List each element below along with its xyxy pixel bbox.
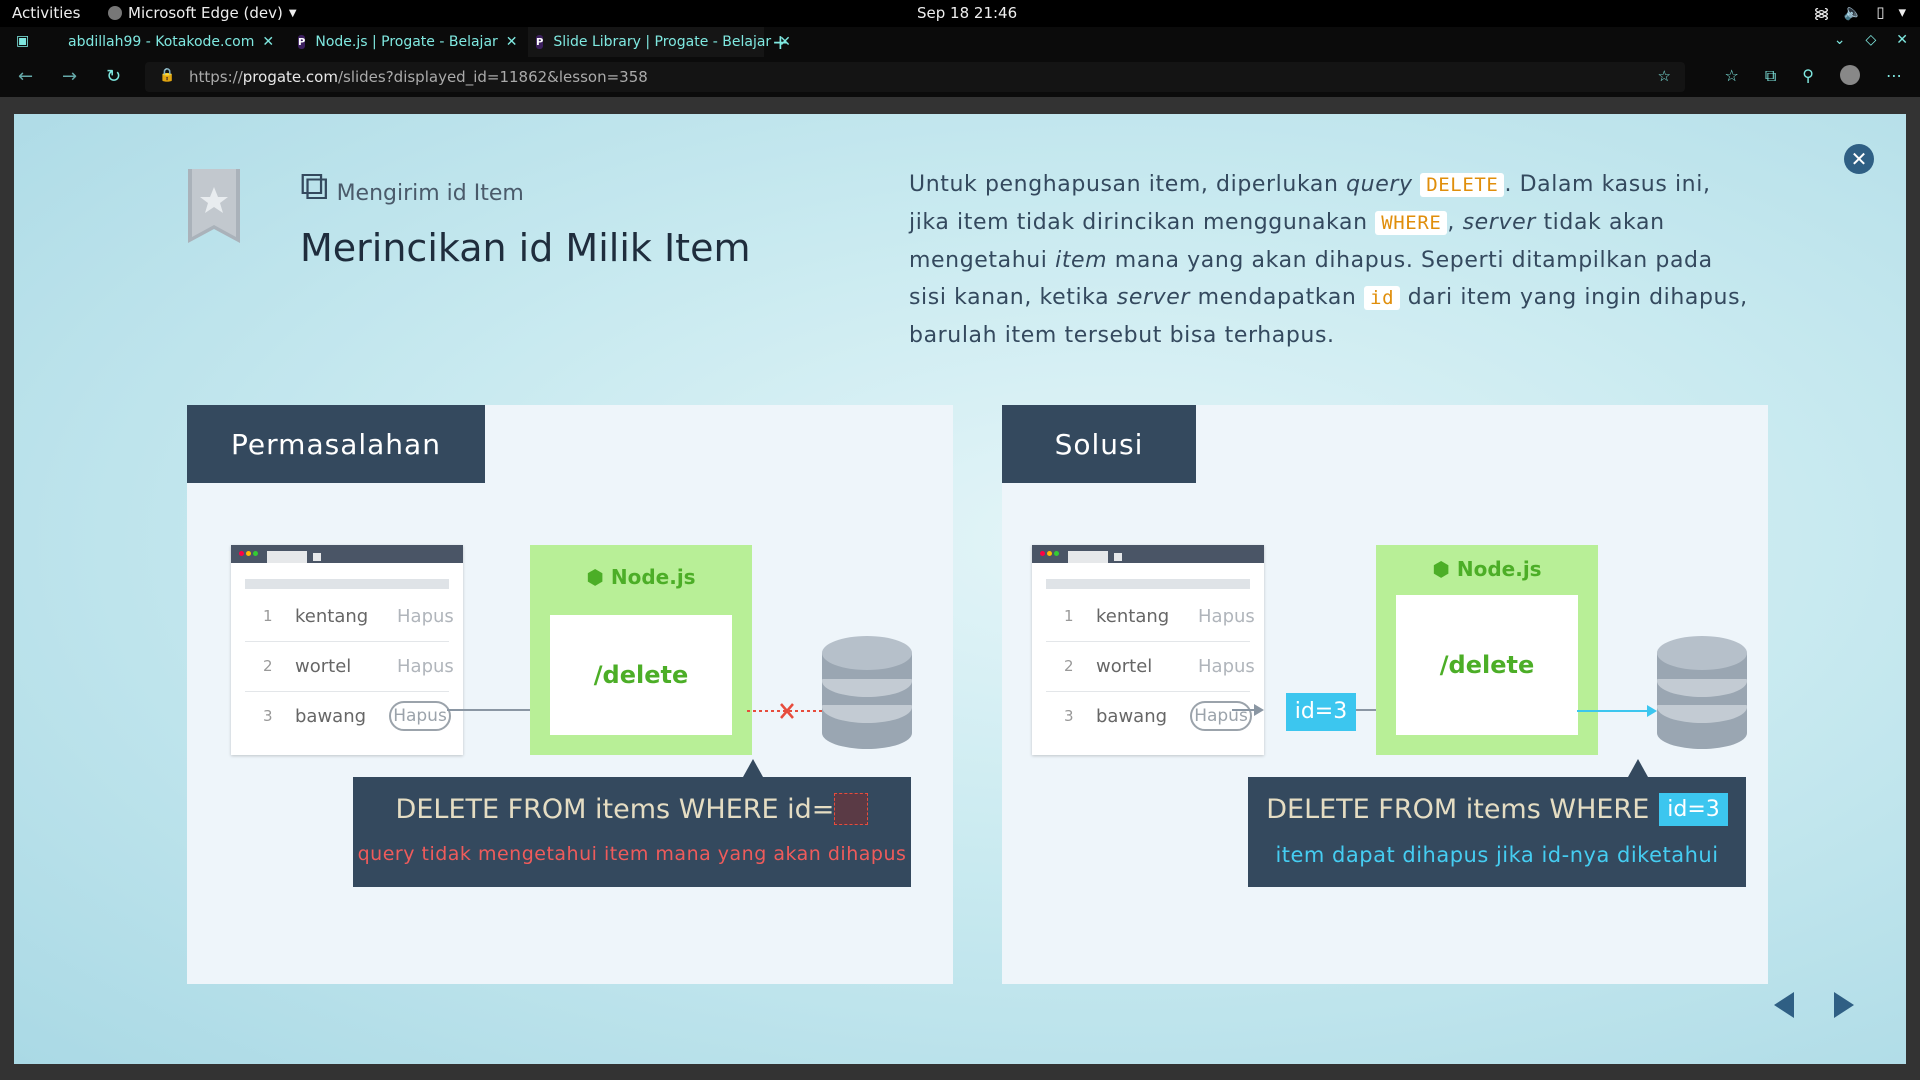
- database-icon: [822, 636, 912, 749]
- success-note: item dapat dihapus jika id-nya diketahui: [1275, 843, 1719, 867]
- power-menu-icon: ▾: [1898, 3, 1906, 21]
- tab-kotakode[interactable]: abdillah99 - Kotakode.com ✕: [50, 27, 280, 57]
- tab-slide-library[interactable]: P Slide Library | Progate - Belajar ✕: [528, 27, 791, 57]
- sql-id-tag: id=3: [1659, 793, 1728, 826]
- url-text[interactable]: https://progate.com/slides?displayed_id=…: [189, 68, 648, 86]
- node-hex-icon: ⬢: [586, 565, 611, 589]
- system-tray[interactable]: ᯼ 🔈 ▯ ▾: [1813, 3, 1906, 23]
- tab-actions-icon[interactable]: ▣: [16, 33, 30, 49]
- next-slide-button[interactable]: [1834, 992, 1854, 1018]
- bookmark-icon[interactable]: [188, 169, 240, 243]
- subheading-text: Mengirim id Item: [336, 181, 524, 206]
- close-window-icon[interactable]: ✕: [1896, 32, 1908, 48]
- sql-text: DELETE FROM items WHERE id=: [395, 793, 835, 825]
- slide-subheading: ⧉ Mengirim id Item: [300, 166, 524, 206]
- code-where: WHERE: [1375, 211, 1448, 235]
- request-arrow: [1232, 704, 1264, 716]
- id-tag: id=3: [1286, 693, 1356, 731]
- close-tab-icon[interactable]: ✕: [779, 34, 791, 50]
- prev-slide-button[interactable]: [1774, 992, 1794, 1018]
- nodejs-server: ⬢ Node.js /delete: [530, 545, 752, 755]
- sync-icon[interactable]: ◇: [1865, 32, 1877, 48]
- clock[interactable]: Sep 18 21:46: [917, 4, 1018, 22]
- volume-icon: 🔈: [1843, 3, 1863, 21]
- external-link-icon: ⧉: [300, 163, 329, 209]
- app-name: Microsoft Edge (dev): [128, 4, 283, 22]
- problem-header: Permasalahan: [187, 405, 485, 483]
- collections-icon[interactable]: ⧉: [1764, 66, 1777, 85]
- tab-strip: ▣ abdillah99 - Kotakode.com ✕ P Node.js …: [0, 27, 1920, 57]
- more-menu-icon[interactable]: ⋯: [1886, 66, 1902, 85]
- add-favorite-icon[interactable]: ☆: [1657, 67, 1671, 85]
- sql-callout: DELETE FROM items WHERE id=3 item dapat …: [1248, 759, 1746, 887]
- back-icon[interactable]: ←: [18, 66, 34, 87]
- tab-list-icon[interactable]: ⌄: [1833, 32, 1846, 48]
- close-tab-icon[interactable]: ✕: [262, 34, 275, 50]
- route-box: /delete: [550, 615, 732, 735]
- sql-callout: DELETE FROM items WHERE id= query tidak …: [353, 759, 911, 887]
- extensions-icon[interactable]: ⚲: [1802, 66, 1814, 85]
- battery-icon: ▯: [1876, 3, 1885, 21]
- sql-text: DELETE FROM items WHERE: [1266, 794, 1650, 825]
- request-arrow: [447, 704, 545, 716]
- slide-modal: ✕ ⧉ Mengirim id Item Merincikan id Milik…: [14, 114, 1906, 1064]
- hapus-pill: Hapus: [1190, 701, 1252, 731]
- close-tab-icon[interactable]: ✕: [505, 34, 518, 50]
- profile-avatar[interactable]: [1840, 65, 1860, 85]
- system-top-bar: Activities Microsoft Edge (dev) ▼ Sep 18…: [0, 0, 1920, 27]
- database-icon: [1657, 636, 1747, 749]
- slide-title: Merincikan id Milik Item: [300, 226, 751, 270]
- wifi-icon: ᯼: [1813, 4, 1830, 22]
- route-box: /delete: [1396, 595, 1578, 735]
- missing-id-box: [834, 793, 869, 825]
- progate-icon: P: [536, 35, 544, 49]
- app-menu[interactable]: Microsoft Edge (dev) ▼: [108, 4, 297, 22]
- code-id: id: [1364, 286, 1401, 310]
- url-field[interactable]: 🔒 https://progate.com/slides?displayed_i…: [145, 62, 1685, 92]
- node-hex-icon: ⬢: [1432, 557, 1457, 581]
- tab-nodejs-progate[interactable]: P Node.js | Progate - Belajar ✕: [290, 27, 520, 57]
- caret-down-icon: ▼: [288, 7, 297, 19]
- close-slide-button[interactable]: ✕: [1844, 144, 1874, 174]
- forward-icon[interactable]: →: [62, 66, 78, 87]
- tab-title: Node.js | Progate - Belajar: [315, 34, 498, 50]
- hapus-pill: Hapus: [389, 701, 451, 731]
- error-note: query tidak mengetahui item mana yang ak…: [357, 843, 907, 865]
- favorites-icon[interactable]: ☆: [1724, 66, 1739, 85]
- progate-icon: P: [298, 35, 306, 49]
- edge-icon: [108, 6, 122, 20]
- nodejs-server: ⬢ Node.js /delete: [1376, 545, 1598, 755]
- success-connection: [1577, 705, 1657, 717]
- reload-icon[interactable]: ↻: [106, 66, 122, 87]
- tab-title: abdillah99 - Kotakode.com: [68, 34, 255, 50]
- solution-header: Solusi: [1002, 405, 1196, 483]
- slide-description: Untuk penghapusan item, diperlukan query…: [909, 172, 1748, 348]
- tab-title: Slide Library | Progate - Belajar: [553, 34, 772, 50]
- code-delete: DELETE: [1420, 173, 1505, 197]
- activities-button[interactable]: Activities: [12, 4, 81, 22]
- new-tab-button[interactable]: +: [772, 30, 789, 54]
- lock-icon[interactable]: 🔒: [159, 68, 176, 83]
- address-bar-row: ← → ↻ 🔒 https://progate.com/slides?displ…: [0, 57, 1920, 97]
